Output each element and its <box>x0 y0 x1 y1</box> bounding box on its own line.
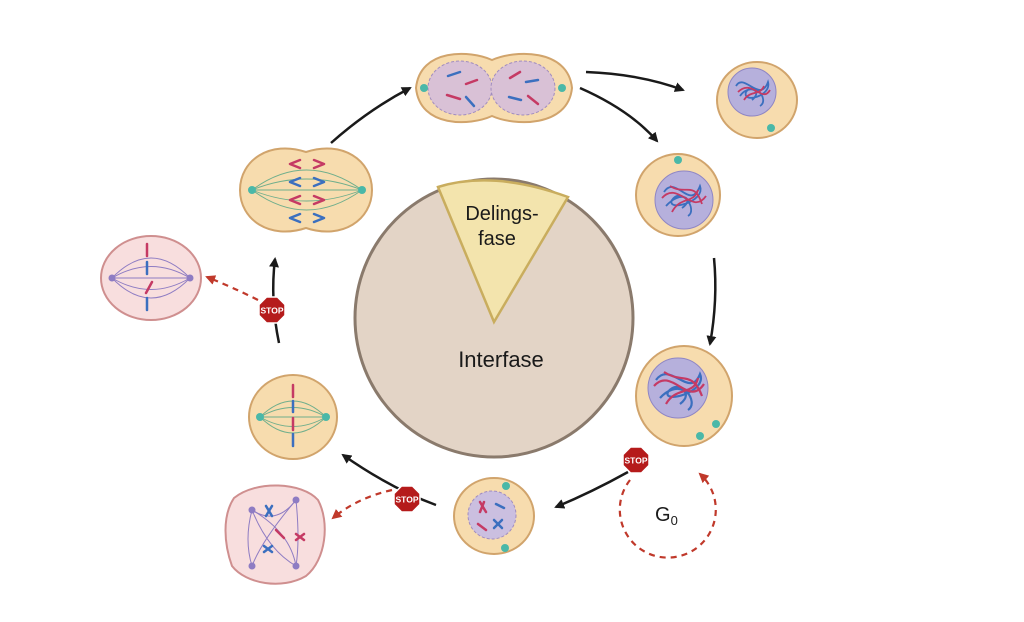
arrow-to-early-interphase <box>579 86 659 143</box>
stop-sign-text: STOP <box>625 456 648 466</box>
stop-sign-metaphase: STOP <box>258 296 286 324</box>
arrow-prophase-to-metaphase <box>341 453 437 507</box>
g0-label-subscript: 0 <box>671 513 678 528</box>
arrow-anaphase-to-telophase <box>330 86 412 144</box>
cell-anaphase <box>238 147 374 233</box>
cell-metaphase <box>248 374 338 460</box>
g0-label-letter: G <box>655 504 671 526</box>
cell-abnormal-prophase <box>224 484 326 585</box>
cell-prophase <box>453 477 535 555</box>
stop-arrow-prophase <box>331 488 393 520</box>
cell-cycle-pie: Delings- fase Interfase <box>353 177 635 459</box>
stop-arrow-metaphase <box>205 275 259 301</box>
checkpoint-arrows <box>205 275 717 559</box>
cell-abnormal-metaphase <box>100 235 202 321</box>
stop-sign-text: STOP <box>396 495 419 505</box>
division-label-line2: fase <box>478 228 516 250</box>
division-label-line1: Delings- <box>465 203 538 225</box>
g0-loop-arrow <box>618 472 717 559</box>
cell-g1 <box>716 61 798 139</box>
arrow-interphase-to-g2 <box>706 257 717 346</box>
g0-label: G0 <box>655 504 678 528</box>
cycle-arrows <box>269 70 717 509</box>
arrow-g2-to-prophase <box>554 470 629 509</box>
division-sector <box>436 179 570 325</box>
cell-g2 <box>635 345 733 447</box>
stop-sign-text: STOP <box>261 306 284 316</box>
arrow-telophase-to-g1 <box>585 70 685 92</box>
stop-sign-prophase: STOP <box>393 485 421 513</box>
cell-s-phase <box>635 153 721 237</box>
stop-sign-g2: STOP <box>622 446 650 474</box>
cell-telophase <box>414 52 574 124</box>
interphase-label: Interfase <box>458 347 544 372</box>
